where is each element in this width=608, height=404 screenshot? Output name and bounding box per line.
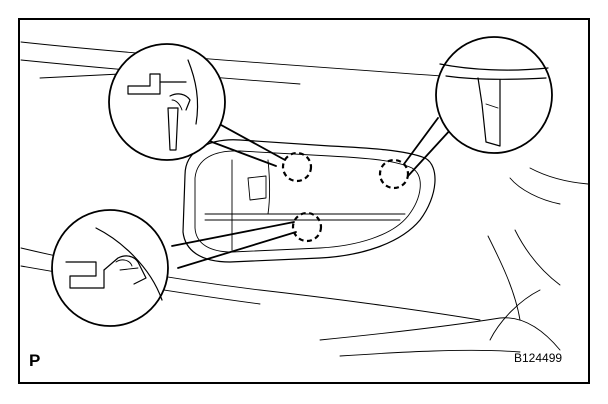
clip-location-right	[378, 158, 410, 190]
clip-location-lower	[291, 211, 323, 243]
clip-callout-right	[435, 36, 553, 154]
door-panel	[20, 41, 589, 357]
view-label: P	[29, 351, 40, 370]
clip-callout-lower-left	[51, 209, 169, 327]
figure-code: B124499	[514, 351, 562, 365]
leader-lower-left	[171, 221, 297, 269]
clip-callout-upper-left	[108, 43, 226, 161]
clip-location-upper	[281, 151, 313, 183]
leader-right	[403, 117, 453, 177]
